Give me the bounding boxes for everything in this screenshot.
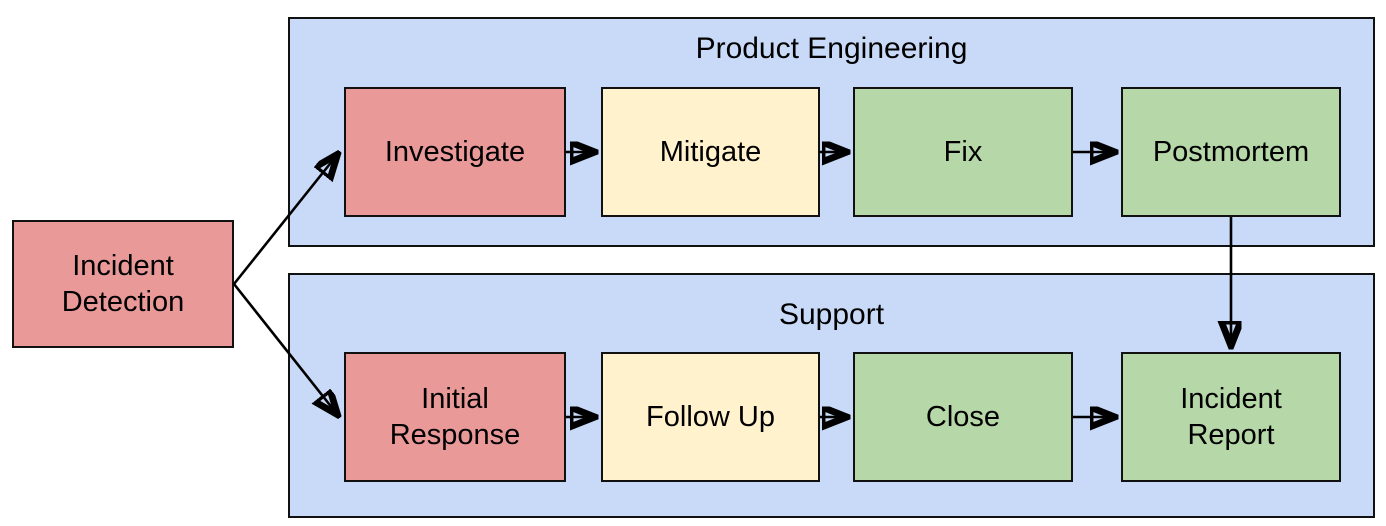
- node-label-postmortem: Postmortem: [1152, 136, 1310, 168]
- lane-title-product-engineering: Product Engineering: [695, 32, 968, 65]
- node-mitigate[interactable]: Mitigate: [601, 87, 820, 217]
- node-close[interactable]: Close: [853, 352, 1073, 482]
- node-initial-response[interactable]: Initial Response: [344, 352, 566, 482]
- node-investigate[interactable]: Investigate: [344, 87, 566, 217]
- node-label-incident-report: Incident Report: [1180, 383, 1282, 451]
- node-label-initial-response: Initial Response: [389, 383, 521, 451]
- node-fix[interactable]: Fix: [853, 87, 1073, 217]
- node-label-follow-up: Follow Up: [646, 401, 775, 433]
- node-label-fix: Fix: [943, 136, 983, 168]
- lane-title-support: Support: [778, 298, 885, 331]
- node-label-mitigate: Mitigate: [659, 136, 762, 168]
- node-postmortem[interactable]: Postmortem: [1121, 87, 1341, 217]
- node-follow-up[interactable]: Follow Up: [601, 352, 820, 482]
- node-label-investigate: Investigate: [384, 136, 526, 168]
- node-label-incident-detection: Incident Detection: [61, 250, 185, 318]
- node-incident-report[interactable]: Incident Report: [1121, 352, 1341, 482]
- node-incident-detection[interactable]: Incident Detection: [12, 220, 234, 348]
- node-label-close: Close: [925, 401, 1001, 433]
